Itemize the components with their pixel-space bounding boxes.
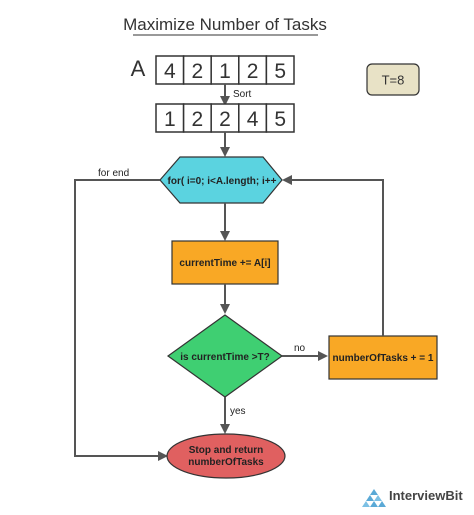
yes-label: yes [230, 406, 246, 417]
update-time-box [171, 240, 279, 285]
for-end-label: for end [98, 168, 129, 179]
array-cell [265, 55, 295, 85]
brand-logo: InterviewBit [362, 488, 463, 507]
increment-count-box [328, 335, 438, 380]
array-cell-value: 5 [274, 60, 286, 83]
t-value-label: T=8 [382, 73, 405, 88]
terminal-label-line2: numberOfTasks [188, 457, 264, 468]
brand-icon [362, 489, 386, 507]
original-array: 4 2 1 2 5 [155, 55, 295, 85]
decision-label: is currentTime >T? [180, 352, 270, 363]
for-end-arrow [74, 179, 168, 461]
array-cell-value: 4 [164, 60, 176, 83]
loop-back-arrow [282, 175, 384, 336]
array-cell-value: 2 [192, 108, 204, 131]
diagram-title: Maximize Number of Tasks [123, 15, 327, 34]
no-label: no [294, 343, 306, 354]
brand-name: InterviewBit [389, 488, 463, 503]
array-cell-value: 1 [164, 108, 176, 131]
loop-label: for( i=0; i<A.length; i++ [168, 176, 277, 187]
increment-count-label: numberOfTasks + = 1 [333, 353, 434, 364]
array-cell-value: 2 [219, 108, 231, 131]
array-cell [238, 103, 268, 133]
array-cell [265, 103, 295, 133]
sorted-array: 1 2 2 4 5 [155, 103, 295, 133]
array-cell-value: 2 [247, 60, 259, 83]
array-cell-value: 5 [274, 108, 286, 131]
terminal-label-line1: Stop and return [189, 445, 263, 456]
array-cell [182, 103, 212, 133]
array-cell-value: 2 [192, 60, 204, 83]
array-label: A [131, 56, 146, 81]
sort-label: Sort [233, 89, 252, 100]
t-value-box [366, 63, 420, 96]
array-cell [155, 103, 185, 133]
update-time-label: currentTime += A[i] [179, 258, 270, 269]
terminal-node [166, 433, 286, 479]
array-cell-value: 1 [219, 60, 231, 83]
array-cell-value: 4 [247, 108, 259, 131]
